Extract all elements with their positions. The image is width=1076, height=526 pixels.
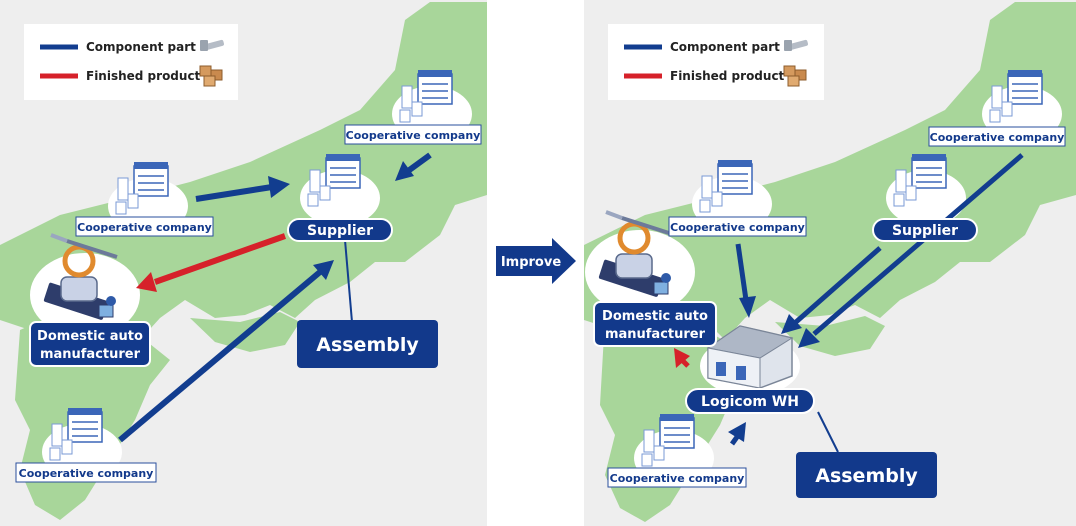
supplier-label: Supplier (892, 223, 958, 239)
after-labels: Cooperative company Cooperative company … (593, 126, 1066, 498)
after-legend: Component part Finished product (608, 24, 824, 100)
coop-label: Cooperative company (346, 129, 481, 142)
coop-label: Cooperative company (610, 472, 745, 485)
assembly-label: Assembly (316, 334, 419, 356)
after-arrows (674, 153, 1024, 453)
supplier-label: Supplier (307, 223, 373, 239)
bolt-icon (200, 39, 224, 51)
manufacturer-label: manufacturer (40, 347, 141, 362)
assembly-label: Assembly (815, 465, 918, 487)
before-legend: Component part Finished product (24, 24, 238, 100)
before-arrows (118, 152, 432, 443)
boxes-icon (199, 65, 223, 87)
legend-component-label: Component part (670, 40, 780, 54)
boxes-icon (783, 65, 807, 87)
before-labels: Cooperative company Cooperative company … (15, 124, 482, 483)
manufacturer-label: manufacturer (605, 327, 706, 342)
warehouse-label: Logicom WH (701, 394, 799, 410)
warehouse-icon (700, 325, 800, 396)
improve-label: Improve (501, 255, 562, 270)
coop-label: Cooperative company (670, 221, 805, 234)
legend-finished-label: Finished product (86, 69, 201, 83)
coop-label: Cooperative company (930, 131, 1065, 144)
legend-component-label: Component part (86, 40, 196, 54)
manufacturer-label: Domestic auto (37, 329, 143, 344)
legend-finished-label: Finished product (670, 69, 785, 83)
bolt-icon (784, 39, 808, 51)
coop-label: Cooperative company (19, 467, 154, 480)
improve-arrow: Improve (496, 238, 576, 284)
manufacturer-label: Domestic auto (602, 309, 708, 324)
coop-label: Cooperative company (77, 221, 212, 234)
